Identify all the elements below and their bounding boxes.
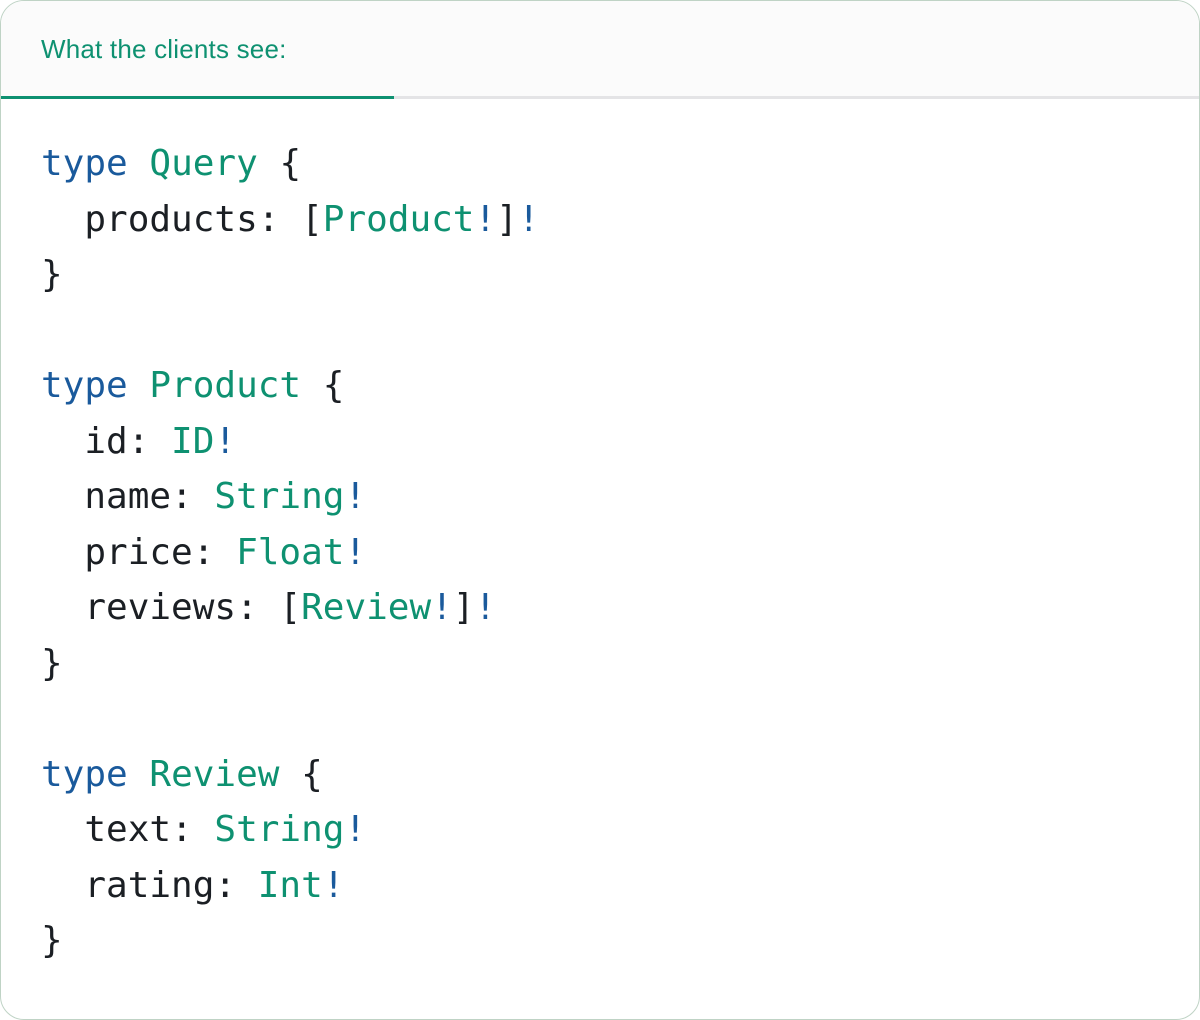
code-token-typename: String <box>214 809 345 850</box>
code-line: } <box>41 247 1179 303</box>
code-token-plain: id: <box>41 420 172 462</box>
code-token-typename: Query <box>149 143 258 184</box>
code-token-plain <box>128 754 150 795</box>
code-token-typename: Review <box>301 587 432 628</box>
code-token-typename: ID <box>171 420 215 462</box>
code-token-keyword: ! <box>344 809 367 850</box>
code-token-typename: Float <box>236 531 345 573</box>
code-token-plain: } <box>41 642 63 684</box>
code-line <box>41 691 1179 747</box>
code-line: id: ID! <box>41 414 1179 470</box>
tab-underline-track <box>1 96 1199 99</box>
code-line: text: String! <box>41 802 1179 858</box>
code-token-plain: reviews: [ <box>41 587 302 628</box>
code-token-plain: ] <box>452 587 475 628</box>
code-line: price: Float! <box>41 525 1179 581</box>
code-line: products: [Product!]! <box>41 192 1179 248</box>
code-block: type Query { products: [Product!]!}type … <box>41 136 1179 969</box>
code-token-keyword: ! <box>322 864 345 906</box>
code-token-plain <box>128 365 150 406</box>
code-token-keyword: ! <box>214 420 237 462</box>
code-line: type Review { <box>41 747 1179 803</box>
code-token-keyword: ! <box>344 531 367 573</box>
code-token-keyword: ! <box>517 198 540 240</box>
code-token-plain: { <box>279 753 323 795</box>
code-token-plain <box>128 143 150 184</box>
code-token-typename: Review <box>149 753 280 795</box>
code-token-keyword: ! <box>474 198 497 240</box>
code-token-keyword: type <box>41 143 128 184</box>
code-token-typename: Product <box>322 198 475 240</box>
active-tab-indicator <box>1 96 394 99</box>
code-line: name: String! <box>41 469 1179 525</box>
code-token-plain: price: <box>41 531 237 573</box>
code-token-plain: products: [ <box>41 198 323 240</box>
panel-header: What the clients see: <box>1 1 1199 96</box>
code-token-plain: { <box>257 143 302 184</box>
code-token-plain: text: <box>41 809 215 850</box>
tab-what-clients-see[interactable]: What the clients see: <box>41 34 287 64</box>
code-line: reviews: [Review!]! <box>41 580 1179 636</box>
code-line: type Query { <box>41 136 1179 192</box>
code-line: rating: Int! <box>41 858 1179 914</box>
code-token-plain: rating: <box>41 864 258 906</box>
code-token-plain: } <box>41 254 63 295</box>
code-token-keyword: type <box>41 365 128 406</box>
code-line: type Product { <box>41 358 1179 414</box>
code-token-plain: { <box>301 365 345 406</box>
code-token-typename: String <box>214 476 345 517</box>
code-token-plain: name: <box>41 476 215 517</box>
code-token-keyword: ! <box>344 476 367 517</box>
code-token-plain: ] <box>496 198 518 240</box>
code-token-typename: Product <box>149 365 302 406</box>
code-token-plain: } <box>41 920 63 961</box>
code-token-keyword: ! <box>431 587 453 628</box>
code-token-typename: Int <box>257 864 323 906</box>
code-token-keyword: type <box>41 753 128 795</box>
code-line: } <box>41 636 1179 692</box>
code-token-keyword: ! <box>474 587 497 628</box>
code-line <box>41 303 1179 359</box>
code-line: } <box>41 913 1179 969</box>
